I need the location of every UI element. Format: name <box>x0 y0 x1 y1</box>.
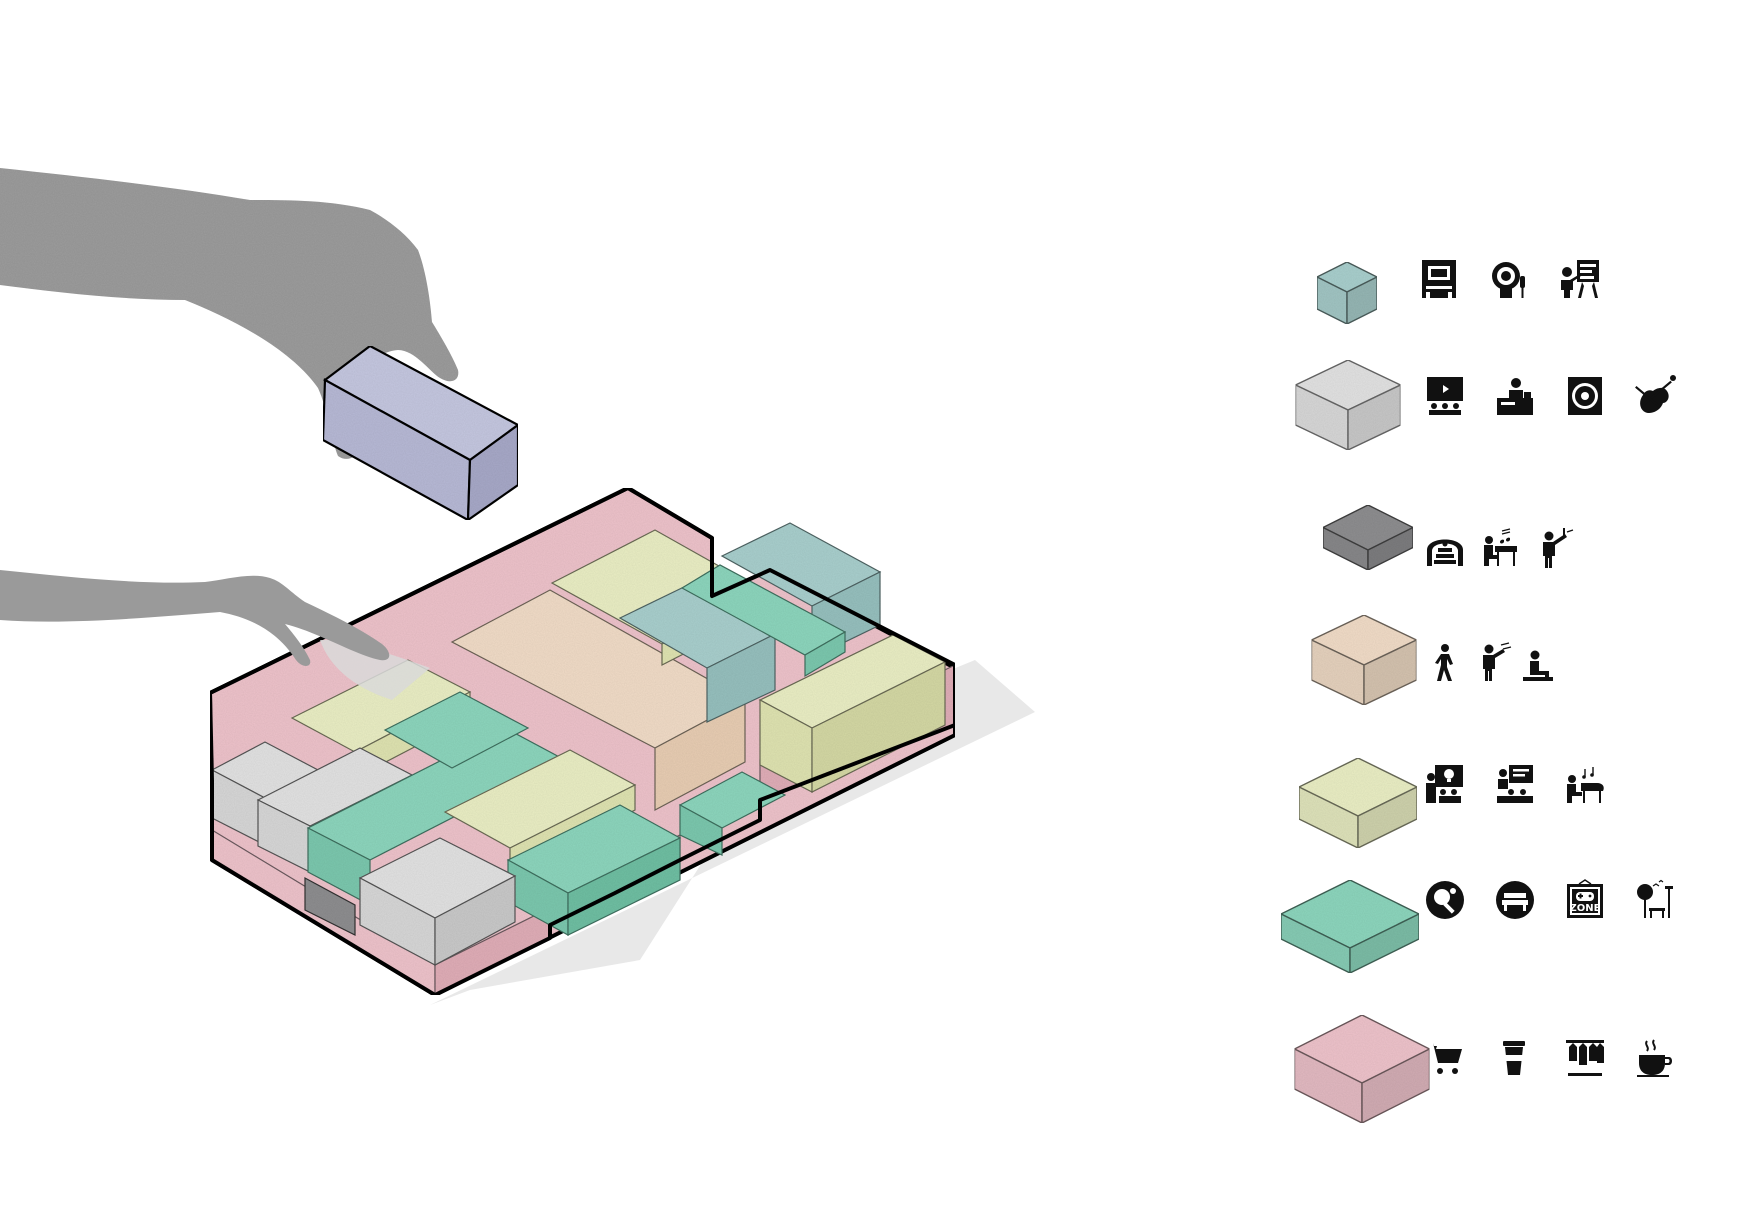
presenter-board-icon <box>1561 260 1599 298</box>
green-bar-back-top <box>383 691 530 769</box>
legend-block-light-gray-side <box>1347 383 1402 452</box>
legend-block-peach-side <box>1363 638 1418 707</box>
takeaway-cup-icon <box>1503 1041 1525 1075</box>
teal-block-1-side <box>706 633 776 723</box>
legend-icons-2 <box>1427 375 1676 415</box>
held-block-side <box>466 422 520 523</box>
legend-block-pink-side <box>1361 1047 1431 1125</box>
legend-block-green <box>1279 879 1421 975</box>
yellow-block-east-side <box>811 661 946 793</box>
held-block <box>321 344 521 523</box>
coffee-cup-icon <box>1637 1039 1672 1077</box>
classroom-teacher-icon <box>1497 765 1533 803</box>
legend-block-light-gray <box>1293 359 1403 452</box>
speaker-icon <box>1568 377 1602 415</box>
legend-block-yellow-side <box>1357 785 1418 850</box>
light-gray-block-front-side <box>434 875 516 967</box>
legend-row-6: ZONE <box>1279 879 1673 975</box>
legend-block-dark-gray-side <box>1367 526 1414 572</box>
model-outline <box>208 486 957 997</box>
cello-icon <box>1635 375 1676 413</box>
arcade-machine-icon <box>1422 260 1456 298</box>
legend-icons-1 <box>1422 260 1599 298</box>
legend-row-7 <box>1292 1014 1672 1125</box>
violin-performer-icon <box>1483 642 1512 681</box>
reception-desk-icon <box>1497 378 1533 415</box>
violinist-icon <box>1543 528 1574 568</box>
legend-block-pink <box>1292 1014 1432 1125</box>
legend-block-yellow <box>1297 757 1419 850</box>
lower-hand-shadow <box>320 640 430 700</box>
legend-row-5 <box>1297 757 1604 850</box>
legend-icons-3 <box>1427 528 1574 568</box>
walking-person-icon <box>1435 644 1453 681</box>
legend-icons-5 <box>1426 765 1604 803</box>
sitting-person-icon <box>1523 650 1553 681</box>
ping-pong-icon <box>1426 881 1464 919</box>
cinema-audience-icon <box>1427 377 1463 415</box>
game-zone-label: ZONE <box>1570 903 1601 914</box>
legend-icons-6: ZONE <box>1426 879 1673 919</box>
legend-row-4 <box>1309 614 1553 707</box>
legend-block-dark-gray <box>1321 504 1415 572</box>
game-zone-icon: ZONE <box>1567 879 1603 918</box>
dark-gray-block <box>304 876 356 936</box>
legend-block-teal <box>1315 261 1379 326</box>
legend-icons-7 <box>1427 1039 1672 1077</box>
headset-microphone-icon <box>1492 262 1525 298</box>
legend-row-2 <box>1293 359 1676 452</box>
legend-block-green-side <box>1349 912 1420 975</box>
idea-lecture-icon <box>1426 765 1463 803</box>
legend-block-peach <box>1309 614 1419 707</box>
concert-hall-icon <box>1427 539 1463 566</box>
legend-block-teal-side <box>1346 275 1378 326</box>
legend-row-3 <box>1321 504 1574 572</box>
bench-circle-icon <box>1496 881 1534 919</box>
green-bar-upper-side <box>804 630 846 678</box>
shopping-cart-icon <box>1427 1043 1462 1074</box>
grand-piano-player-icon <box>1567 767 1604 803</box>
clothing-rack-icon <box>1566 1040 1604 1076</box>
legend-row-1 <box>1315 260 1599 326</box>
pianist-icon <box>1484 528 1517 566</box>
legend-icons-4 <box>1435 642 1553 681</box>
legend: ZONE <box>1279 260 1676 1125</box>
block-model <box>208 486 957 997</box>
park-tree-icon <box>1637 879 1673 918</box>
lower-hand <box>0 570 390 666</box>
